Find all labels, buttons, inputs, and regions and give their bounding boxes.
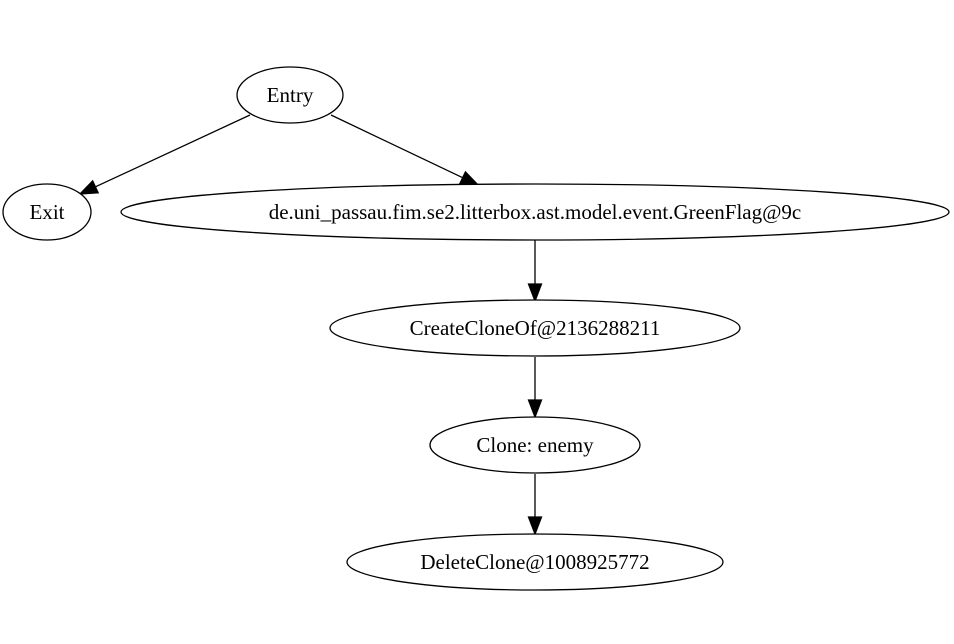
node-greenflag: de.uni_passau.fim.se2.litterbox.ast.mode…	[120, 183, 950, 241]
node-label: DeleteClone@1008925772	[420, 550, 649, 574]
node-exit: Exit	[2, 183, 92, 241]
node-label: Entry	[267, 83, 314, 107]
edge-entry-to-greenflag	[330, 114, 480, 186]
arrowhead-icon	[527, 399, 543, 419]
arrowhead-icon	[78, 179, 100, 195]
node-clone: Clone: enemy	[429, 416, 641, 474]
node-label: Clone: enemy	[476, 433, 594, 457]
node-ellipse	[329, 299, 741, 357]
arrowhead-icon	[458, 170, 480, 186]
node-ellipse	[429, 416, 641, 474]
edge-entry-to-exit	[78, 114, 251, 195]
edges-layer	[78, 114, 543, 536]
edge-line	[95, 114, 251, 188]
node-ellipse	[236, 66, 344, 124]
edge-greenflag-to-createclone	[527, 240, 543, 303]
node-ellipse	[120, 183, 950, 241]
edge-createclone-to-clone	[527, 357, 543, 419]
node-ellipse	[2, 183, 92, 241]
node-ellipse	[346, 533, 724, 591]
node-label: CreateCloneOf@2136288211	[410, 316, 661, 340]
node-deleteclone: DeleteClone@1008925772	[346, 533, 724, 591]
node-createclone: CreateCloneOf@2136288211	[329, 299, 741, 357]
node-label: de.uni_passau.fim.se2.litterbox.ast.mode…	[269, 200, 802, 224]
edge-line	[330, 114, 463, 179]
arrowhead-icon	[527, 283, 543, 303]
node-label: Exit	[30, 200, 65, 224]
arrowhead-icon	[527, 516, 543, 536]
edge-clone-to-deleteclone	[527, 474, 543, 536]
node-entry: Entry	[236, 66, 344, 124]
